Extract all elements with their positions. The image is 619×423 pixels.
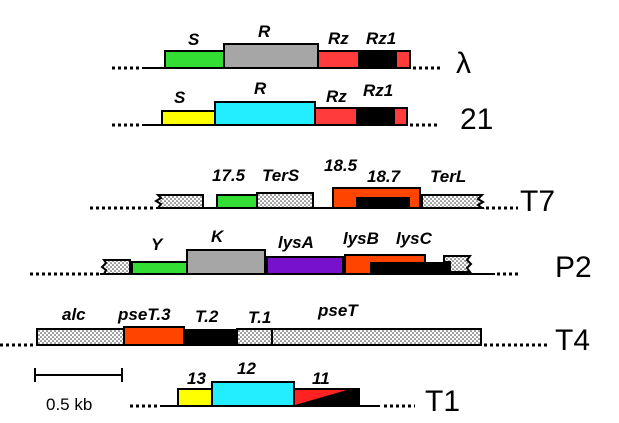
phage-label: λ xyxy=(456,47,471,80)
phage-label: T1 xyxy=(425,385,460,418)
gene-18.7 xyxy=(356,197,410,208)
gene-label: R xyxy=(254,79,267,98)
phage-label: 21 xyxy=(460,103,493,136)
row-lambda: S R Rz Rz1 λ xyxy=(112,22,471,80)
gene-label: Y xyxy=(151,235,164,254)
gene-T.2 xyxy=(184,329,238,346)
gene-alc xyxy=(36,328,125,346)
row-21: S R Rz Rz1 21 xyxy=(112,79,493,136)
gene-label: 12 xyxy=(237,359,256,378)
gene-downstream xyxy=(443,255,473,273)
gene-K xyxy=(186,249,266,275)
gene-label: K xyxy=(211,227,225,246)
gene-TerS xyxy=(256,192,314,209)
gene-label: Rz1 xyxy=(366,29,396,48)
gene-label: Rz1 xyxy=(363,81,393,100)
gene-label: Rz xyxy=(326,87,347,106)
gene-label: R xyxy=(258,22,271,41)
gene-label: lysC xyxy=(396,229,433,248)
gene-label: 11 xyxy=(312,369,330,388)
gene-17.5 xyxy=(216,194,258,209)
phage-label: P2 xyxy=(555,251,592,284)
phage-label: T4 xyxy=(555,324,590,357)
gene-label: 18.5 xyxy=(324,156,358,175)
gene-pseT.3 xyxy=(123,326,185,346)
row-P2: Y K lysA lysB lysC P2 xyxy=(30,227,592,284)
gene-lysA xyxy=(266,256,344,275)
gene-label: 13 xyxy=(187,369,206,388)
gene-label: alc xyxy=(62,305,86,324)
gene-Rz1 xyxy=(356,109,395,124)
gene-R xyxy=(214,101,316,126)
gene-R xyxy=(223,43,319,69)
gene-lysC xyxy=(370,262,450,274)
gene-T.1 xyxy=(236,328,273,346)
gene-label: TerS xyxy=(262,166,300,185)
gene-upstream xyxy=(154,194,204,209)
row-T1: 13 12 11 T1 xyxy=(130,359,460,418)
row-T7: 17.5 TerS 18.5 18.7 TerL T7 xyxy=(90,156,555,218)
gene-label: Rz xyxy=(328,29,349,48)
phage-label: T7 xyxy=(520,185,555,218)
gene-label: S xyxy=(188,30,200,49)
gene-label: TerL xyxy=(430,167,466,186)
gene-label: pseT xyxy=(317,301,359,320)
gene-label: lysB xyxy=(343,229,379,248)
gene-label: 18.7 xyxy=(367,167,402,186)
gene-11-overlap xyxy=(295,390,347,405)
gene-pseT xyxy=(271,328,482,346)
gene-label: T.2 xyxy=(195,307,219,326)
gene-label: pseT.3 xyxy=(117,305,171,324)
gene-13 xyxy=(177,388,213,407)
gene-S xyxy=(161,110,216,126)
scale-bar: 0.5 kb xyxy=(34,368,123,414)
gene-label: 17.5 xyxy=(212,166,246,185)
gene-Y xyxy=(131,261,188,275)
scale-bar-label: 0.5 kb xyxy=(46,395,92,414)
gene-label: S xyxy=(174,88,186,107)
row-T4: alc pseT.3 T.2 T.1 pseT T4 xyxy=(0,301,590,357)
gene-12 xyxy=(211,381,295,407)
gene-Rz1 xyxy=(358,52,397,67)
gene-label: T.1 xyxy=(248,308,271,327)
gene-TerL xyxy=(421,194,485,209)
gene-upstream xyxy=(100,259,131,275)
gene-S xyxy=(164,50,226,69)
gene-label: lysA xyxy=(278,233,314,252)
